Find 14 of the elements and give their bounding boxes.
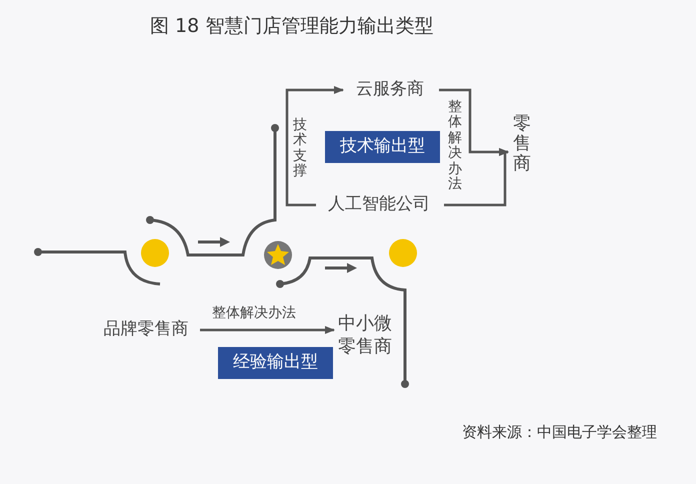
edge-label: 整体解决办法	[448, 100, 462, 192]
connector-arrow	[444, 148, 509, 206]
category-box: 经验输出型	[218, 347, 333, 379]
category-box: 技术输出型	[325, 131, 440, 163]
node-label: 中小微零售商	[336, 312, 394, 362]
node-label: 云服务商	[345, 78, 435, 102]
node-label: 品牌零售商	[96, 318, 196, 342]
diagram-title: 图 18 智慧门店管理能力输出类型	[150, 14, 434, 39]
node-label: 人工智能公司	[318, 193, 440, 217]
source-note: 资料来源：中国电子学会整理	[462, 422, 657, 443]
connector-arrow	[286, 86, 344, 150]
edge-label: 技术支撑	[293, 118, 307, 180]
node-label: 零售商	[510, 114, 534, 190]
connector-arrow	[200, 326, 335, 334]
